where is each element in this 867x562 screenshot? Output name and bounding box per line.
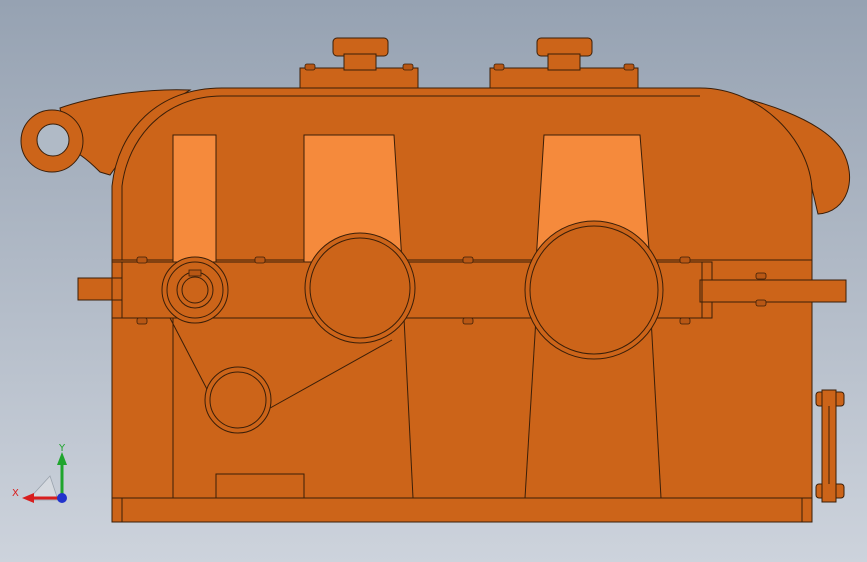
flange-bolts [136,256,767,325]
rib-line-3 [524,317,537,499]
rib-line-4 [650,317,662,499]
top-cover [111,87,813,261]
x-axis-label: X [12,488,19,499]
tangent-line-left [169,317,211,396]
triad-plane [27,475,59,501]
inspection-cover-right [489,37,639,89]
y-axis-label: Y [58,443,66,454]
left-lifting-lug [20,89,192,176]
tangent-line-right [262,339,393,413]
y-axis-arrow [57,452,67,465]
z-axis [57,493,67,503]
drain-cover [215,473,305,499]
output-bearing [524,220,664,360]
lower-bearing [204,366,272,434]
intermediate-bearing [304,232,416,344]
rib-line-2 [403,317,414,499]
oil-level-gauge [815,389,845,503]
input-shaft-bearing [161,256,229,324]
base-plate [111,497,813,523]
rib-window-1 [172,134,217,263]
orientation-triad: Y X [12,443,67,503]
inspection-cover-left [299,37,419,89]
x-axis-arrow [22,493,34,503]
